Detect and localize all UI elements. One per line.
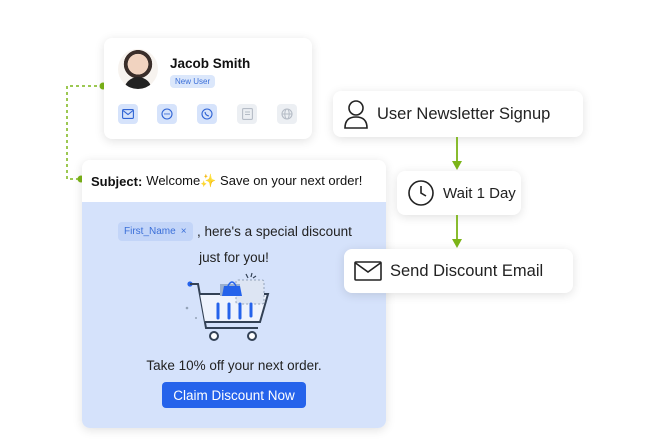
flow-arrow xyxy=(452,137,462,170)
email-body: First_Name × , here's a special discount… xyxy=(82,202,386,428)
email-subject-bar: Subject: Welcome✨ Save on your next orde… xyxy=(82,160,386,202)
workflow-step-wait[interactable]: Wait 1 Day xyxy=(397,171,521,215)
flow-arrow xyxy=(452,215,462,248)
avatar xyxy=(118,49,158,89)
step-label: Send Discount Email xyxy=(390,261,544,280)
claim-discount-button[interactable]: Claim Discount Now xyxy=(162,382,306,408)
whatsapp-channel-icon[interactable] xyxy=(197,104,217,124)
user-name: Jacob Smith xyxy=(170,56,251,71)
body-text-line1: , here's a special discount xyxy=(197,224,352,239)
user-profile-card: Jacob Smith New User xyxy=(104,38,312,139)
subject-text: Welcome✨ Save on your next order! xyxy=(146,173,363,188)
chat-channel-icon[interactable] xyxy=(157,104,177,124)
globe-channel-icon[interactable] xyxy=(277,104,297,124)
merge-tag-chip[interactable]: First_Name × xyxy=(118,222,193,241)
workflow-step-signup[interactable]: User Newsletter Signup xyxy=(333,91,583,137)
merge-tag-label: First_Name xyxy=(124,226,176,237)
step-label: Wait 1 Day xyxy=(443,184,516,202)
mail-icon xyxy=(354,261,382,281)
email-preview-card: Subject: Welcome✨ Save on your next orde… xyxy=(82,160,386,428)
user-status-badge: New User xyxy=(170,75,216,88)
body-text-line2: just for you! xyxy=(199,250,269,265)
shopping-cart-icon xyxy=(185,272,270,341)
subject-label: Subject: xyxy=(91,173,143,189)
workflow-step-send-email[interactable]: Send Discount Email xyxy=(344,249,573,293)
clock-icon xyxy=(407,179,435,207)
step-label: User Newsletter Signup xyxy=(377,104,551,123)
document-channel-icon[interactable] xyxy=(237,104,257,124)
offer-text: Take 10% off your next order. xyxy=(146,358,322,373)
email-channel-icon[interactable] xyxy=(118,104,138,124)
remove-tag-icon[interactable]: × xyxy=(180,226,187,237)
user-icon xyxy=(343,99,369,129)
